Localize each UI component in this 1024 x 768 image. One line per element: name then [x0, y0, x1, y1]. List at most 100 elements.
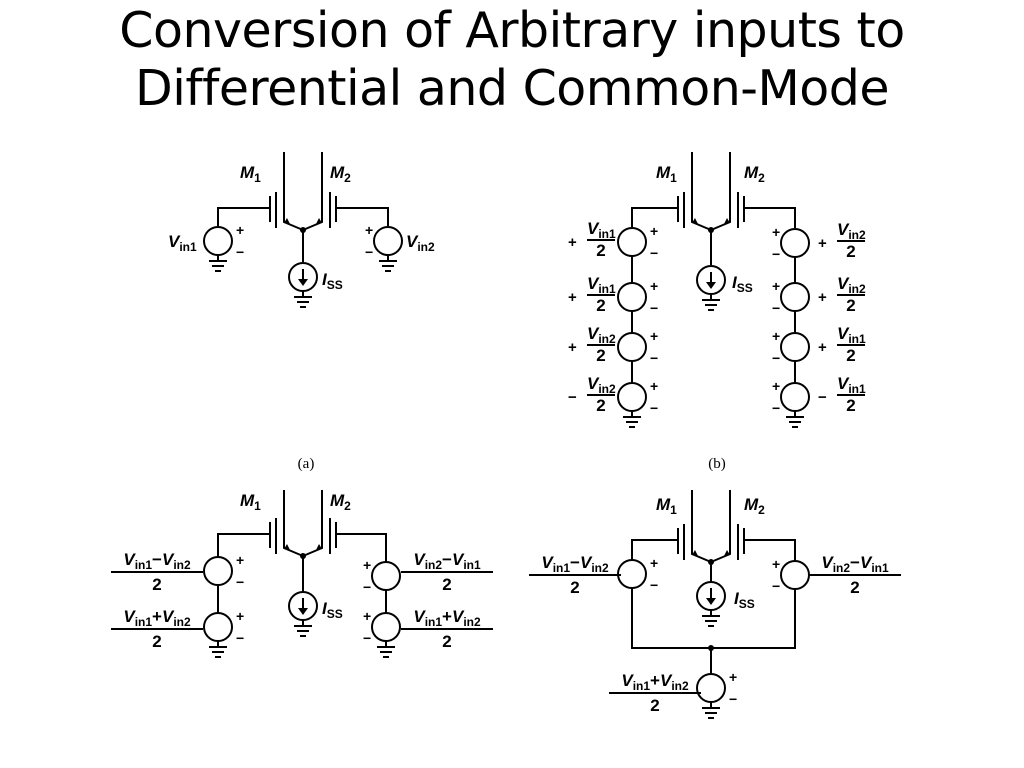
source-minus: −	[772, 400, 780, 416]
fraction-denominator: 2	[152, 632, 161, 651]
label-part: in1	[135, 615, 153, 629]
half-numerator: Vin2	[837, 274, 866, 296]
label-part: +	[650, 671, 660, 690]
transistor-label: M2	[330, 163, 351, 185]
label-part: V	[162, 607, 175, 626]
half-denominator: 2	[596, 346, 605, 365]
label-part: V	[413, 607, 426, 626]
source-arrow	[692, 550, 698, 556]
source-plus: +	[236, 608, 244, 624]
wire	[710, 490, 731, 563]
wire	[294, 625, 312, 637]
label-symbol: V	[587, 374, 600, 393]
source-plus: +	[650, 278, 658, 294]
label-symbol: V	[406, 232, 419, 251]
source-plus: +	[772, 224, 780, 240]
half-numerator: Vin1	[837, 324, 866, 346]
voltage-source	[203, 556, 233, 586]
voltage-source	[780, 282, 810, 312]
label-part: in2	[671, 679, 689, 693]
label-subscript: in2	[598, 332, 616, 346]
source-minus: −	[772, 300, 780, 316]
source-arrow	[316, 544, 322, 550]
label-symbol: V	[587, 219, 600, 238]
source-minus: −	[650, 350, 658, 366]
label-symbol: V	[587, 324, 600, 343]
iss-label: ISS	[322, 270, 343, 292]
label-subscript: 1	[254, 499, 261, 513]
label-subscript: in1	[598, 282, 616, 296]
source-minus: −	[236, 630, 244, 646]
source-plus: +	[772, 328, 780, 344]
label-part: +	[152, 607, 162, 626]
label-subscript: 2	[344, 499, 351, 513]
label-part: V	[162, 550, 175, 569]
fraction-denominator: 2	[152, 575, 161, 594]
sign-left: −	[568, 389, 577, 406]
label-symbol: V	[168, 232, 181, 251]
label-symbol: V	[837, 274, 850, 293]
source-minus: −	[236, 574, 244, 590]
source-plus: +	[365, 222, 373, 238]
label-part: in2	[173, 558, 191, 572]
wire	[217, 207, 270, 226]
wire	[702, 707, 720, 719]
source-plus: +	[650, 328, 658, 344]
label-part: V	[452, 550, 465, 569]
label-part: −	[152, 550, 162, 569]
label-symbol: I	[732, 273, 738, 292]
voltage-source	[780, 560, 810, 590]
label-part: V	[452, 607, 465, 626]
arrow-head	[298, 279, 308, 286]
half-denominator: 2	[846, 242, 855, 261]
source-arrow	[724, 550, 730, 556]
voltage-source	[696, 673, 726, 703]
label-part: V	[621, 671, 634, 690]
label-part: −	[570, 553, 580, 572]
half-numerator: Vin2	[587, 374, 616, 396]
title-line-1: Conversion of Arbitrary inputs to	[119, 2, 905, 59]
label-part: V	[123, 607, 136, 626]
voltage-source	[617, 559, 647, 589]
label-part: in1	[463, 558, 481, 572]
label-part: in2	[591, 561, 609, 575]
label-subscript: in2	[848, 282, 866, 296]
fraction-numerator: Vin2−Vin1	[821, 553, 889, 575]
label-symbol: V	[837, 220, 850, 239]
label-subscript: in1	[848, 332, 866, 346]
half-numerator: Vin1	[837, 374, 866, 396]
source-minus: −	[650, 300, 658, 316]
wire	[283, 490, 304, 557]
label-part: V	[413, 550, 426, 569]
label-part: V	[821, 553, 834, 572]
label-part: V	[660, 671, 673, 690]
transistor-label: M1	[240, 163, 261, 185]
wire	[786, 416, 804, 428]
source-minus: −	[650, 400, 658, 416]
caption-b: (b)	[708, 456, 726, 472]
label-subscript: in2	[417, 240, 435, 254]
voltage-source	[780, 228, 810, 258]
source-plus: +	[650, 223, 658, 239]
label-subscript: 1	[670, 503, 677, 517]
source-plus: +	[236, 552, 244, 568]
wire	[377, 646, 395, 658]
label-part: V	[541, 553, 554, 572]
fraction-numerator: Vin1−Vin2	[541, 553, 609, 575]
label-symbol: I	[322, 599, 328, 618]
source-minus: −	[772, 578, 780, 594]
voltage-source	[617, 227, 647, 257]
half-numerator: Vin1	[587, 274, 616, 296]
sign-right: +	[818, 289, 827, 306]
label-part: in1	[871, 561, 889, 575]
wire	[379, 260, 397, 272]
label-subscript: SS	[327, 607, 343, 621]
half-numerator: Vin2	[837, 220, 866, 242]
fraction-numerator: Vin1+Vin2	[413, 607, 481, 629]
half-denominator: 2	[596, 396, 605, 415]
label-part: +	[442, 607, 452, 626]
voltage-source	[203, 226, 233, 256]
label-part: in2	[173, 615, 191, 629]
